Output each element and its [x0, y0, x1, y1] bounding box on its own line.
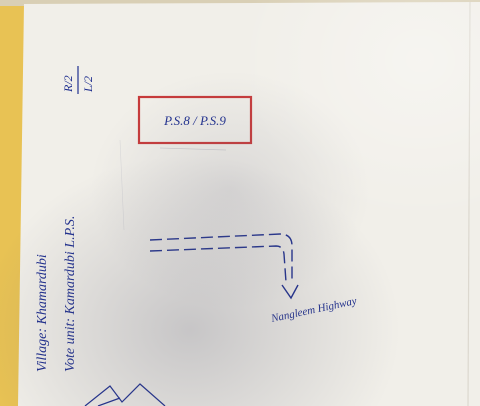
village-note: Village: Khamardubi: [35, 254, 50, 372]
road-arrow-head: [281, 284, 299, 300]
paper-sheet: [18, 2, 480, 406]
road-line-inner: [149, 245, 287, 283]
polling-station-box: P.S.8 / P.S.9: [137, 95, 253, 145]
vote-unit-note: Vote unit: Kamardubi L.P.S.: [63, 216, 78, 372]
road-sketch: [149, 233, 299, 300]
polling-station-label: P.S.8 / P.S.9: [163, 113, 226, 128]
fraction-top: R/2: [61, 75, 75, 93]
bottom-partial-sketch: [84, 383, 166, 406]
fraction-bottom: L/2: [81, 76, 95, 93]
left-notes: Village: Khamardubi Vote unit: Kamardubi…: [35, 66, 95, 372]
road-line-outer: [149, 233, 293, 280]
